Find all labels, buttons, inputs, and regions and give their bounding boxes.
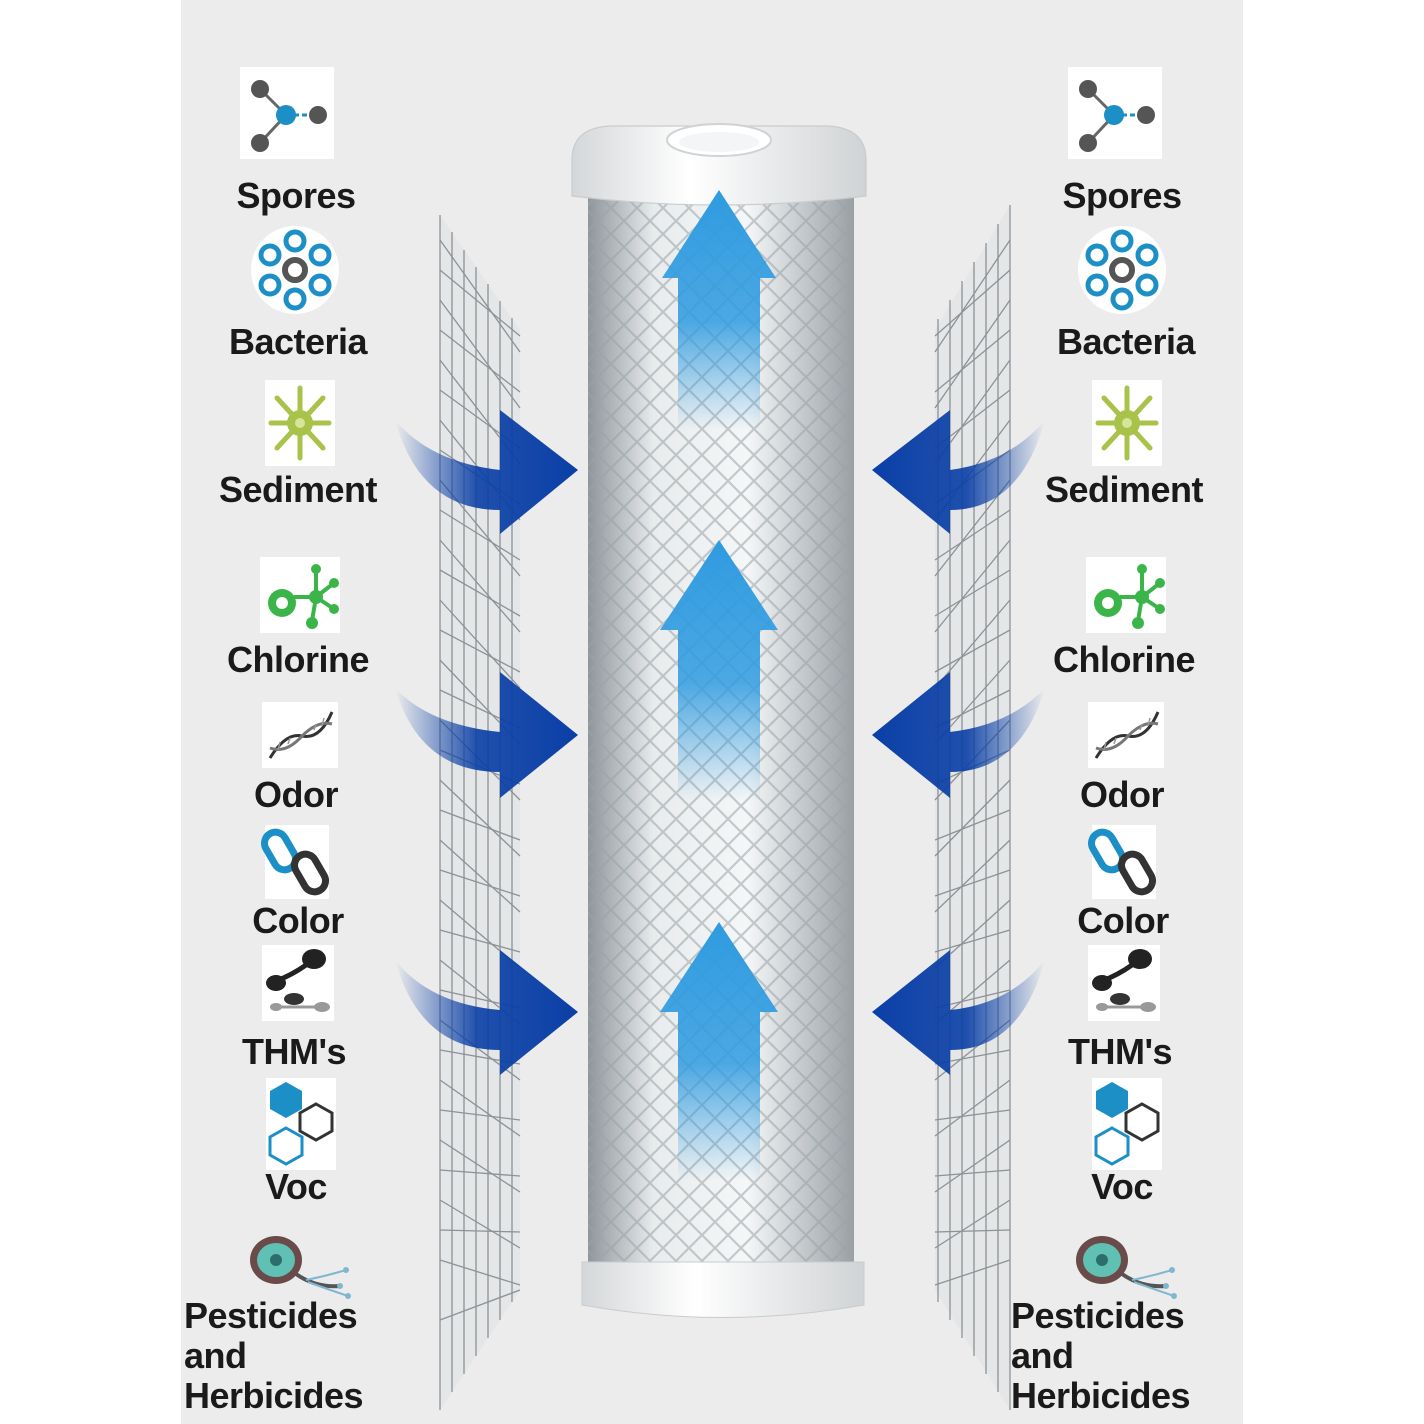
label-thms-left: THM's	[241, 1031, 347, 1072]
voc-hexagon-icon	[1090, 1076, 1164, 1172]
label-color-right: Color	[1077, 900, 1169, 941]
inflow-arrow-left-2	[395, 672, 578, 798]
label-voc-left: Voc	[265, 1166, 327, 1207]
up-arrow-bottom	[660, 922, 778, 1180]
label-pesticides-line1: Pesticides and	[184, 1295, 358, 1376]
label-pesticides-left: Pesticides and Herbicides	[184, 1296, 424, 1416]
chlorine-icon	[258, 555, 342, 635]
odor-dna-icon	[260, 700, 340, 770]
label-thms-right: THM's	[1067, 1031, 1173, 1072]
label-odor-left: Odor	[254, 774, 339, 815]
label-spores-right: Spores	[1062, 175, 1182, 216]
icons-right	[1066, 65, 1182, 1312]
inflow-arrow-right-1	[872, 410, 1045, 534]
inflow-arrow-left-1	[395, 410, 578, 534]
color-chain-icon	[260, 825, 329, 899]
label-sediment-left: Sediment	[218, 469, 378, 510]
inflow-arrow-right-2	[872, 672, 1045, 798]
molecule-icon	[1066, 65, 1164, 161]
label-spores-left: Spores	[236, 175, 356, 216]
label-pesticides-line2: Herbicides	[1011, 1375, 1191, 1416]
inflow-arrow-left-3	[395, 950, 578, 1075]
label-pesticides-line2: Herbicides	[184, 1375, 364, 1416]
label-chlorine-left: Chlorine	[226, 639, 370, 680]
label-bacteria-right: Bacteria	[1056, 321, 1196, 362]
up-arrow-middle	[660, 540, 778, 800]
label-bacteria-left: Bacteria	[228, 321, 368, 362]
label-color-left: Color	[252, 900, 344, 941]
up-arrow-top	[662, 190, 776, 430]
label-pesticides-right: Pesticides and Herbicides	[1011, 1296, 1239, 1416]
bacteria-icon	[1078, 226, 1166, 314]
thm-icon	[262, 945, 334, 1021]
label-odor-right: Odor	[1080, 774, 1165, 815]
label-pesticides-line1: Pesticides and	[1011, 1295, 1185, 1376]
label-sediment-right: Sediment	[1044, 469, 1204, 510]
thm-icon	[1088, 945, 1160, 1021]
inflow-arrow-right-3	[872, 950, 1045, 1075]
bacteria-icon	[251, 226, 339, 314]
chlorine-icon	[1084, 555, 1168, 635]
color-chain-icon	[1087, 825, 1156, 899]
icons-left	[238, 65, 356, 1312]
label-chlorine-right: Chlorine	[1052, 639, 1196, 680]
label-voc-right: Voc	[1091, 1166, 1153, 1207]
sediment-icon	[1092, 380, 1162, 466]
molecule-icon	[238, 65, 336, 161]
odor-dna-icon	[1086, 700, 1166, 770]
sediment-icon	[265, 380, 335, 466]
voc-hexagon-icon	[264, 1076, 338, 1172]
